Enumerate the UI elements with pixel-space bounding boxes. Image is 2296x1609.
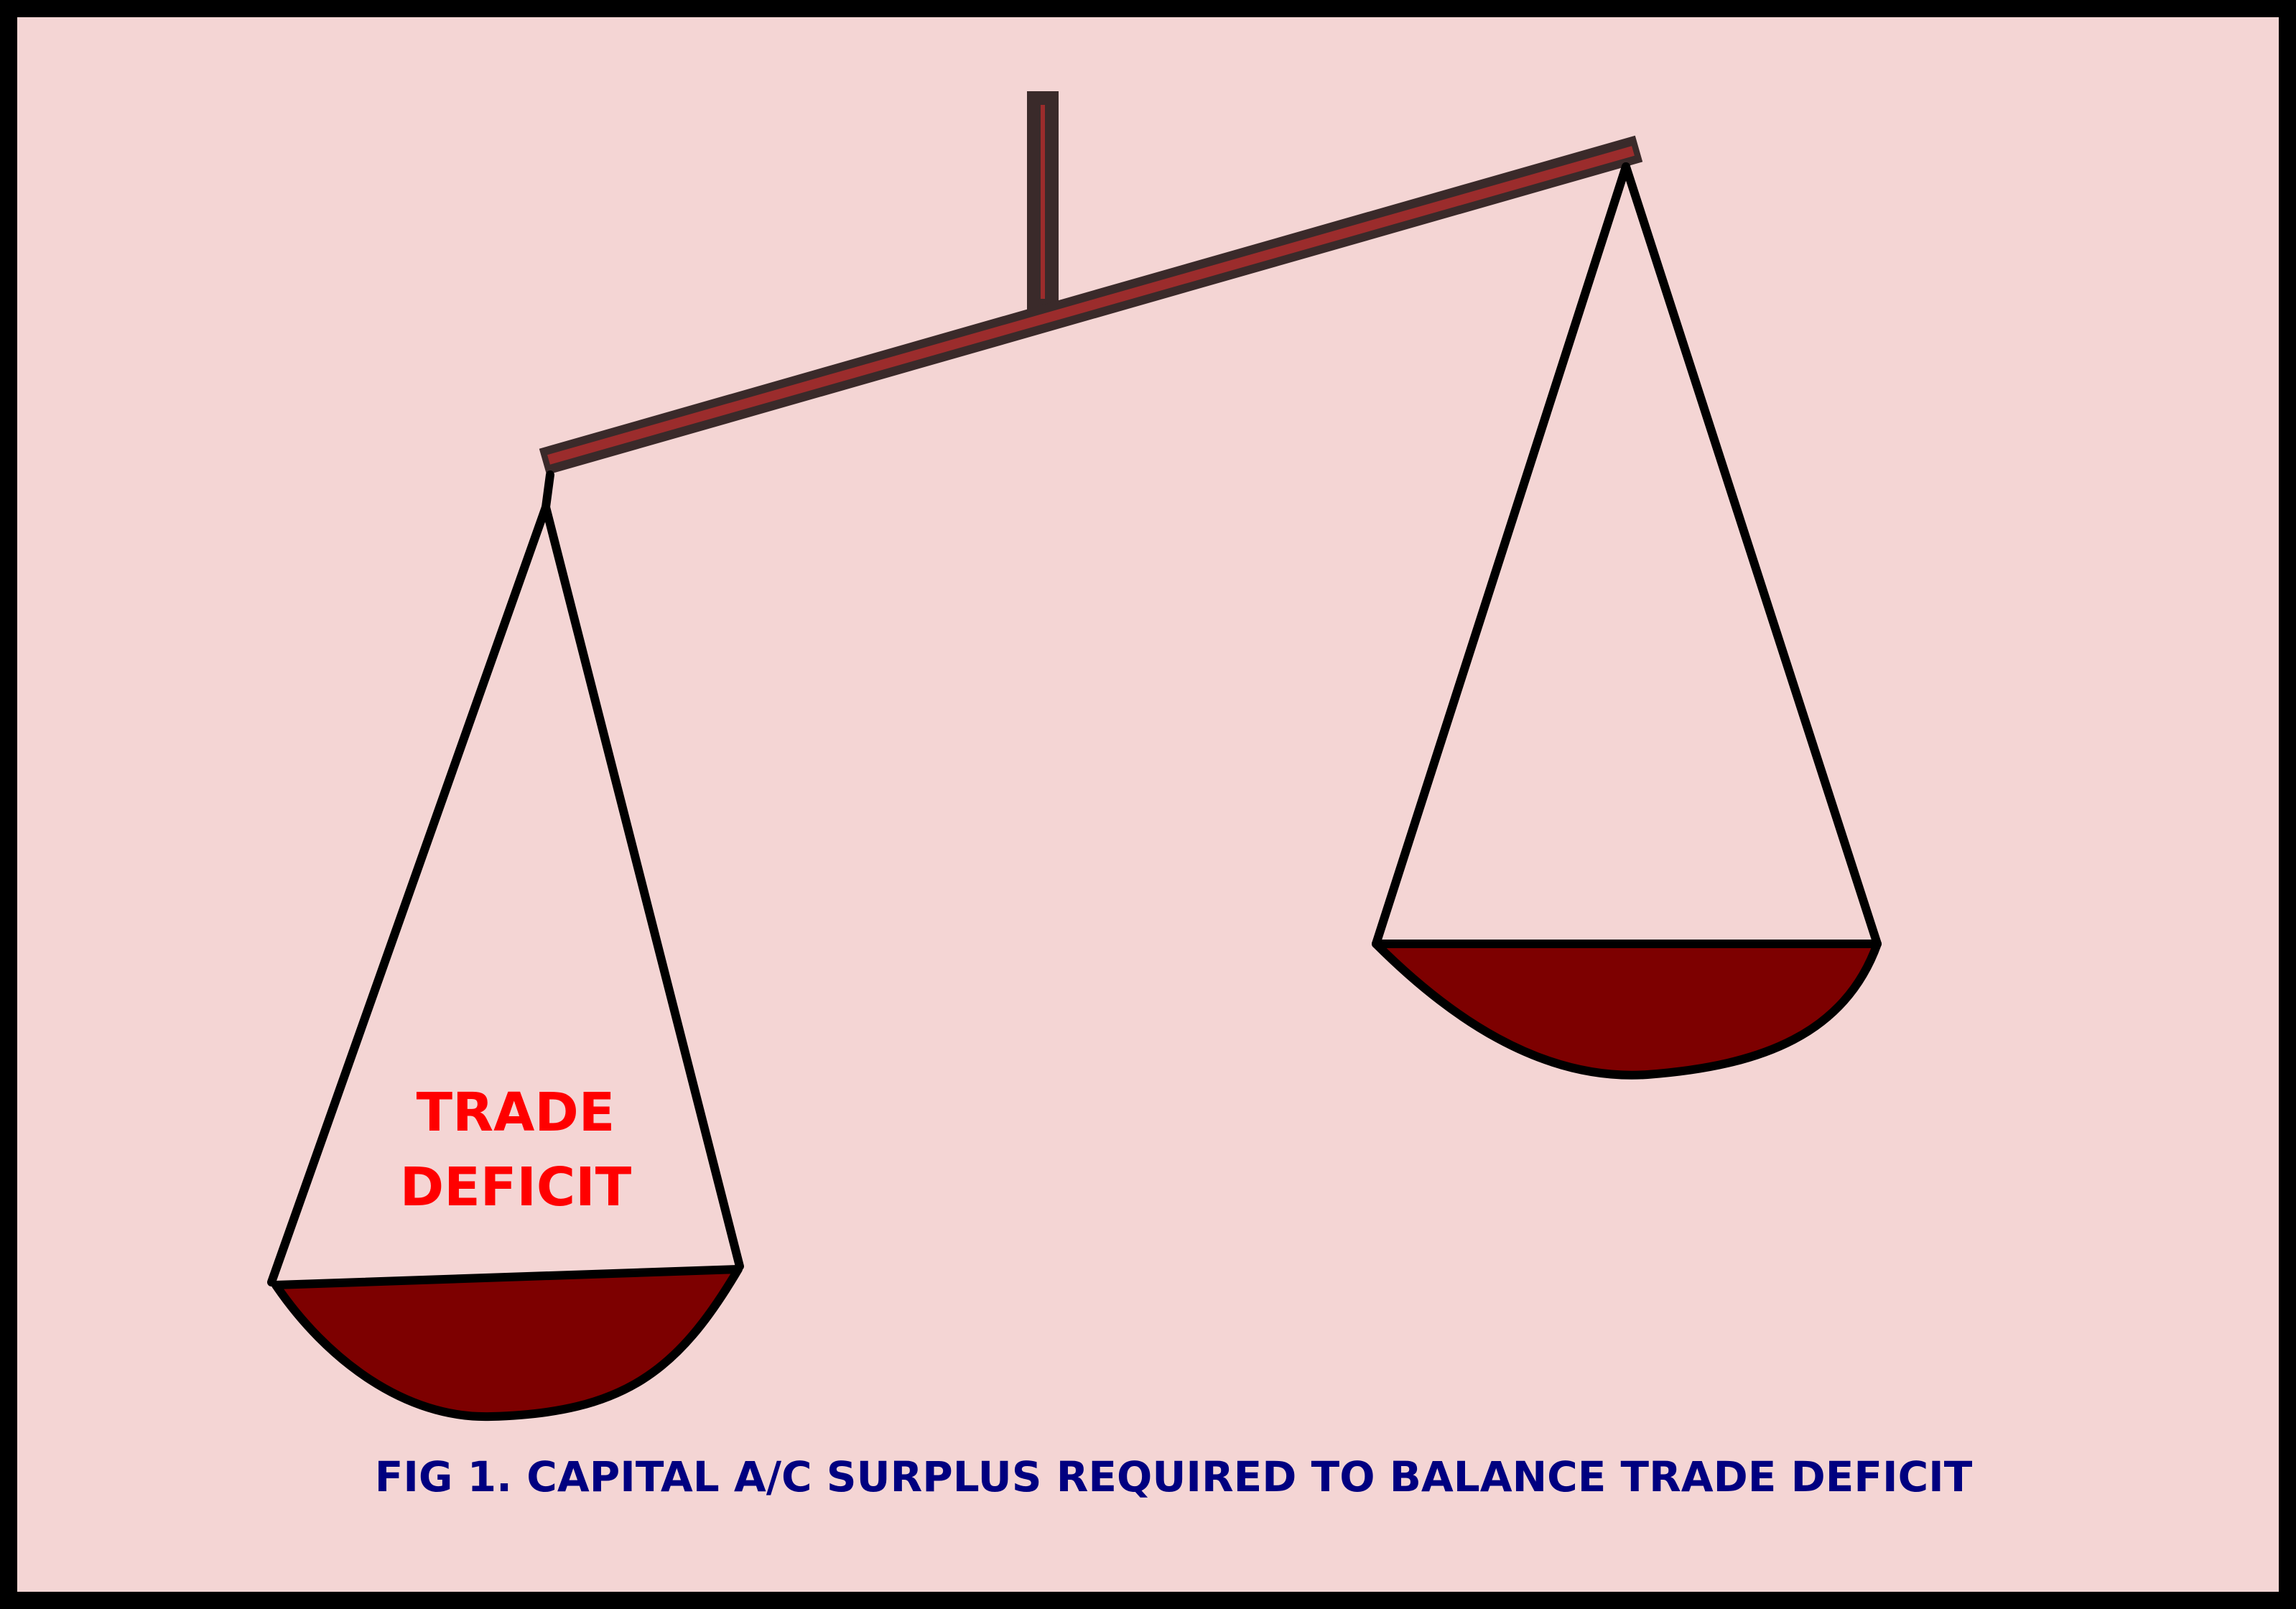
right-pan-strings bbox=[1372, 162, 1882, 948]
figure-frame: TRADE DEFICIT FIG 1. CAPITAL A/C SURPLUS… bbox=[17, 17, 2279, 1592]
left-pan-strings bbox=[267, 470, 744, 1286]
scale-pivot-post bbox=[1027, 91, 1059, 310]
figure-caption: FIG 1. CAPITAL A/C SURPLUS REQUIRED TO B… bbox=[375, 1452, 1973, 1501]
left-pan-label-line1: TRADE bbox=[417, 1082, 615, 1144]
right-pan bbox=[1372, 940, 1882, 1080]
left-pan-label-line2: DEFICIT bbox=[400, 1156, 632, 1218]
left-pan bbox=[271, 1265, 743, 1422]
scale-beam bbox=[539, 135, 1643, 476]
